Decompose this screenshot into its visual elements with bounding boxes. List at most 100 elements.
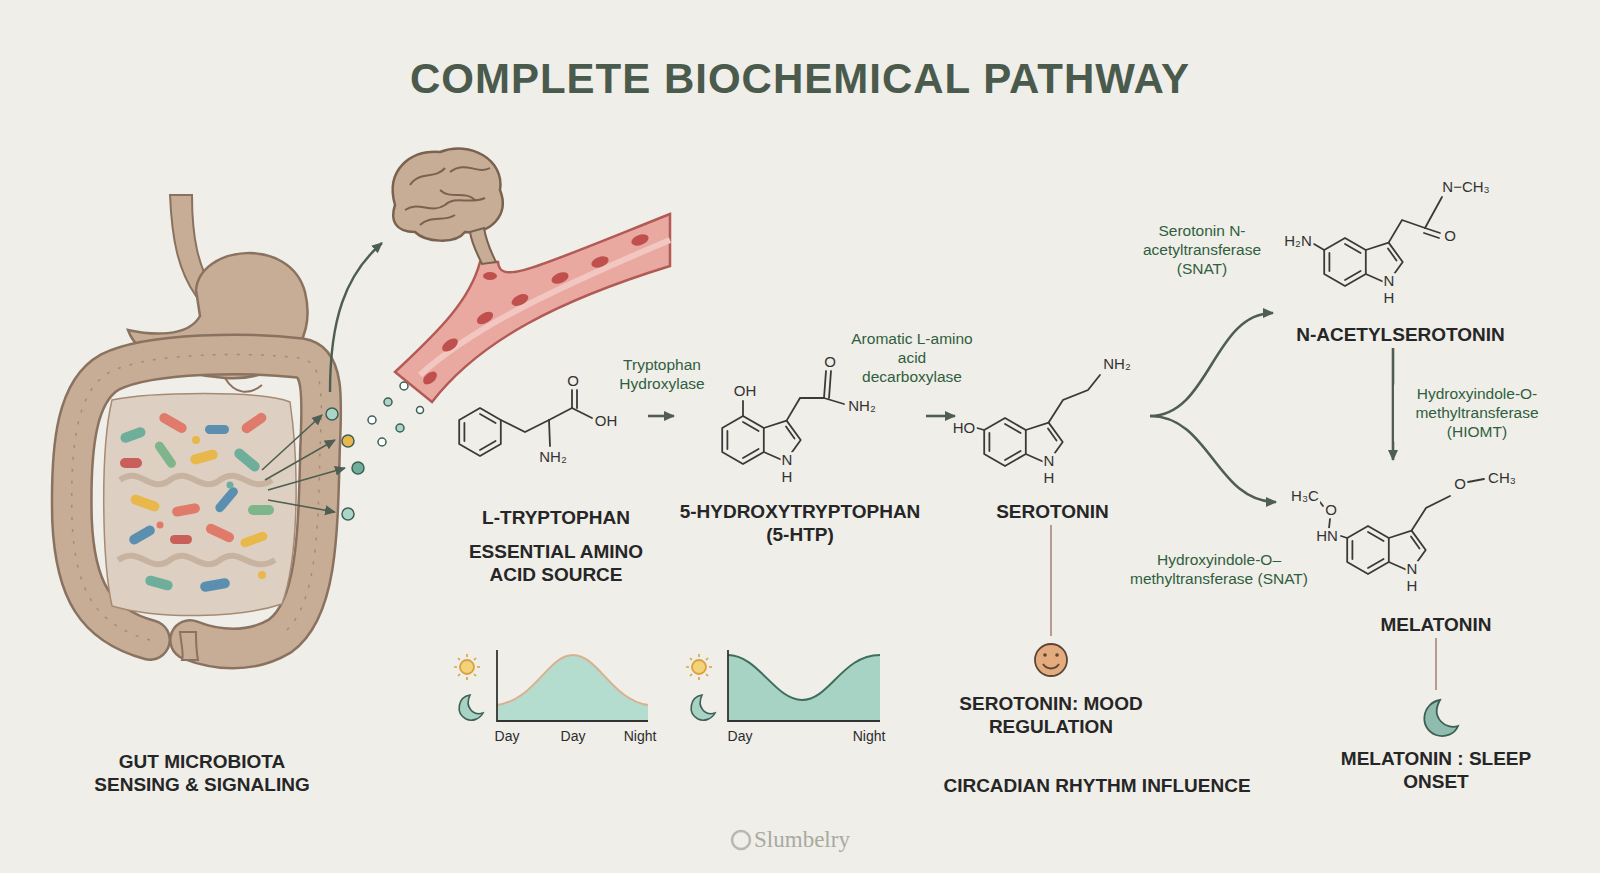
circadian-charts bbox=[728, 650, 880, 721]
atom-label: H bbox=[1383, 290, 1396, 306]
axis-label: Night bbox=[624, 729, 657, 744]
molecule-dots bbox=[326, 382, 424, 520]
molecule-dots bbox=[400, 382, 408, 390]
signal-dots bbox=[330, 243, 382, 392]
gut-illustration bbox=[157, 522, 164, 529]
molecule-structures bbox=[829, 371, 831, 398]
blood-vessel bbox=[630, 232, 650, 248]
enzyme-label: Hydroxyindole-O–methyltransferase (SNAT) bbox=[1125, 551, 1313, 589]
mood-sleep-icons bbox=[1043, 664, 1059, 669]
molecule-dots bbox=[352, 462, 364, 474]
signal-dots bbox=[268, 468, 345, 490]
atom-label: H₂N bbox=[1283, 233, 1313, 249]
gut-illustration bbox=[120, 458, 142, 468]
enzyme-label: Aromatic L-amino acid decarboxylase bbox=[848, 330, 976, 387]
atom-label: H bbox=[1406, 578, 1419, 594]
brain-illustration bbox=[470, 228, 496, 264]
circadian-charts bbox=[497, 650, 648, 721]
molecule-node: N-ACETYLSEROTONIN bbox=[1273, 168, 1528, 348]
gut-illustration bbox=[225, 378, 262, 392]
node-name: N-ACETYLSEROTONIN bbox=[1296, 323, 1505, 346]
blood-vessel bbox=[475, 309, 496, 327]
atom-label: NH₂ bbox=[538, 449, 568, 465]
effect-label: SEROTONIN: MOOD REGULATION bbox=[951, 636, 1151, 740]
gut-illustration bbox=[205, 425, 229, 434]
molecule-structures bbox=[1468, 479, 1484, 482]
molecule-structures bbox=[459, 197, 1484, 574]
signal-dots bbox=[268, 500, 335, 512]
gut-illustration bbox=[192, 436, 200, 444]
leader-line bbox=[1435, 638, 1437, 690]
gut-illustration bbox=[214, 485, 240, 514]
atom-label: HN bbox=[1315, 528, 1339, 544]
molecule-structures bbox=[1412, 496, 1450, 531]
node-subtitle: ESSENTIAL AMINO ACID SOURCE bbox=[468, 540, 644, 586]
molecule-structures bbox=[1049, 375, 1100, 423]
atom-label: NH₂ bbox=[847, 398, 877, 414]
molecule-structures bbox=[1425, 228, 1440, 233]
signal-dots bbox=[262, 415, 322, 470]
atom-label: H bbox=[781, 469, 794, 485]
atom-label: N bbox=[1406, 561, 1419, 577]
gut-illustration bbox=[189, 449, 219, 466]
mood-sleep-icons bbox=[1055, 653, 1059, 657]
atom-label: O bbox=[566, 373, 580, 389]
molecule-structures bbox=[977, 428, 984, 430]
node-name: L-TRYPTOPHAN bbox=[482, 506, 630, 529]
axis-label: Day bbox=[495, 729, 520, 744]
molecule-structures bbox=[549, 420, 550, 446]
diagram-title: COMPLETE BIOCHEMICAL PATHWAY bbox=[0, 55, 1600, 103]
circadian-charts bbox=[728, 655, 880, 700]
molecule-dots bbox=[417, 407, 424, 414]
reaction-arrow bbox=[648, 415, 674, 418]
reaction-arrow bbox=[926, 415, 955, 418]
molecule-structures bbox=[571, 390, 573, 408]
blood-vessel bbox=[510, 292, 531, 309]
signal-dots bbox=[262, 243, 382, 512]
molecule-dots bbox=[342, 508, 354, 520]
molecule-structures bbox=[742, 401, 744, 416]
reaction-arrow bbox=[1150, 416, 1276, 502]
gut-illustration bbox=[129, 493, 161, 513]
node-name: MELATONIN bbox=[1380, 613, 1491, 636]
circadian-charts bbox=[691, 695, 715, 720]
gut-illustration bbox=[199, 577, 230, 592]
molecule-dots bbox=[384, 398, 392, 406]
axis-label: Night bbox=[853, 729, 886, 744]
molecule-dots bbox=[378, 438, 386, 446]
gut-illustration bbox=[204, 522, 235, 544]
atom-label: CH₃ bbox=[1487, 470, 1517, 486]
gut-illustration bbox=[118, 556, 275, 565]
gut-illustration bbox=[119, 426, 147, 444]
circadian-charts bbox=[459, 695, 483, 720]
gut-illustration bbox=[120, 476, 272, 485]
section-heading: CIRCADIAN RHYTHM INFLUENCE bbox=[943, 776, 1250, 796]
blood-vessel bbox=[440, 336, 460, 355]
node-name: SEROTONIN bbox=[996, 500, 1109, 523]
mood-sleep-icons bbox=[1035, 644, 1067, 676]
molecule-structures bbox=[1329, 519, 1330, 528]
gut-illustration bbox=[127, 524, 156, 547]
molecule-structures bbox=[1389, 220, 1425, 243]
molecule-dots bbox=[342, 435, 354, 447]
gut-illustration bbox=[72, 355, 322, 649]
circadian-charts bbox=[460, 660, 474, 674]
atom-label: NH₂ bbox=[1102, 356, 1132, 372]
node-name: GUT MICROBIOTA SENSING & SIGNALING bbox=[91, 750, 313, 796]
enzyme-label: Hydroxyindole-O-methyltransferase (HIOMT… bbox=[1394, 385, 1560, 442]
molecule-node: SEROTONIN bbox=[955, 345, 1150, 525]
axis-label: Day bbox=[728, 729, 753, 744]
atom-label: O bbox=[1453, 476, 1467, 492]
gut-illustration bbox=[72, 355, 322, 649]
leader-line bbox=[1050, 525, 1052, 636]
gut-illustration bbox=[72, 195, 322, 660]
region-label: GUT MICROBIOTA SENSING & SIGNALING bbox=[87, 742, 317, 798]
molecule-structures bbox=[824, 398, 844, 404]
atom-label: OH bbox=[594, 413, 619, 429]
molecule-structures bbox=[576, 390, 578, 408]
circadian-charts bbox=[454, 654, 712, 680]
brain-illustration bbox=[393, 148, 503, 264]
gut-illustration bbox=[72, 355, 322, 640]
gut-illustration bbox=[248, 505, 274, 515]
